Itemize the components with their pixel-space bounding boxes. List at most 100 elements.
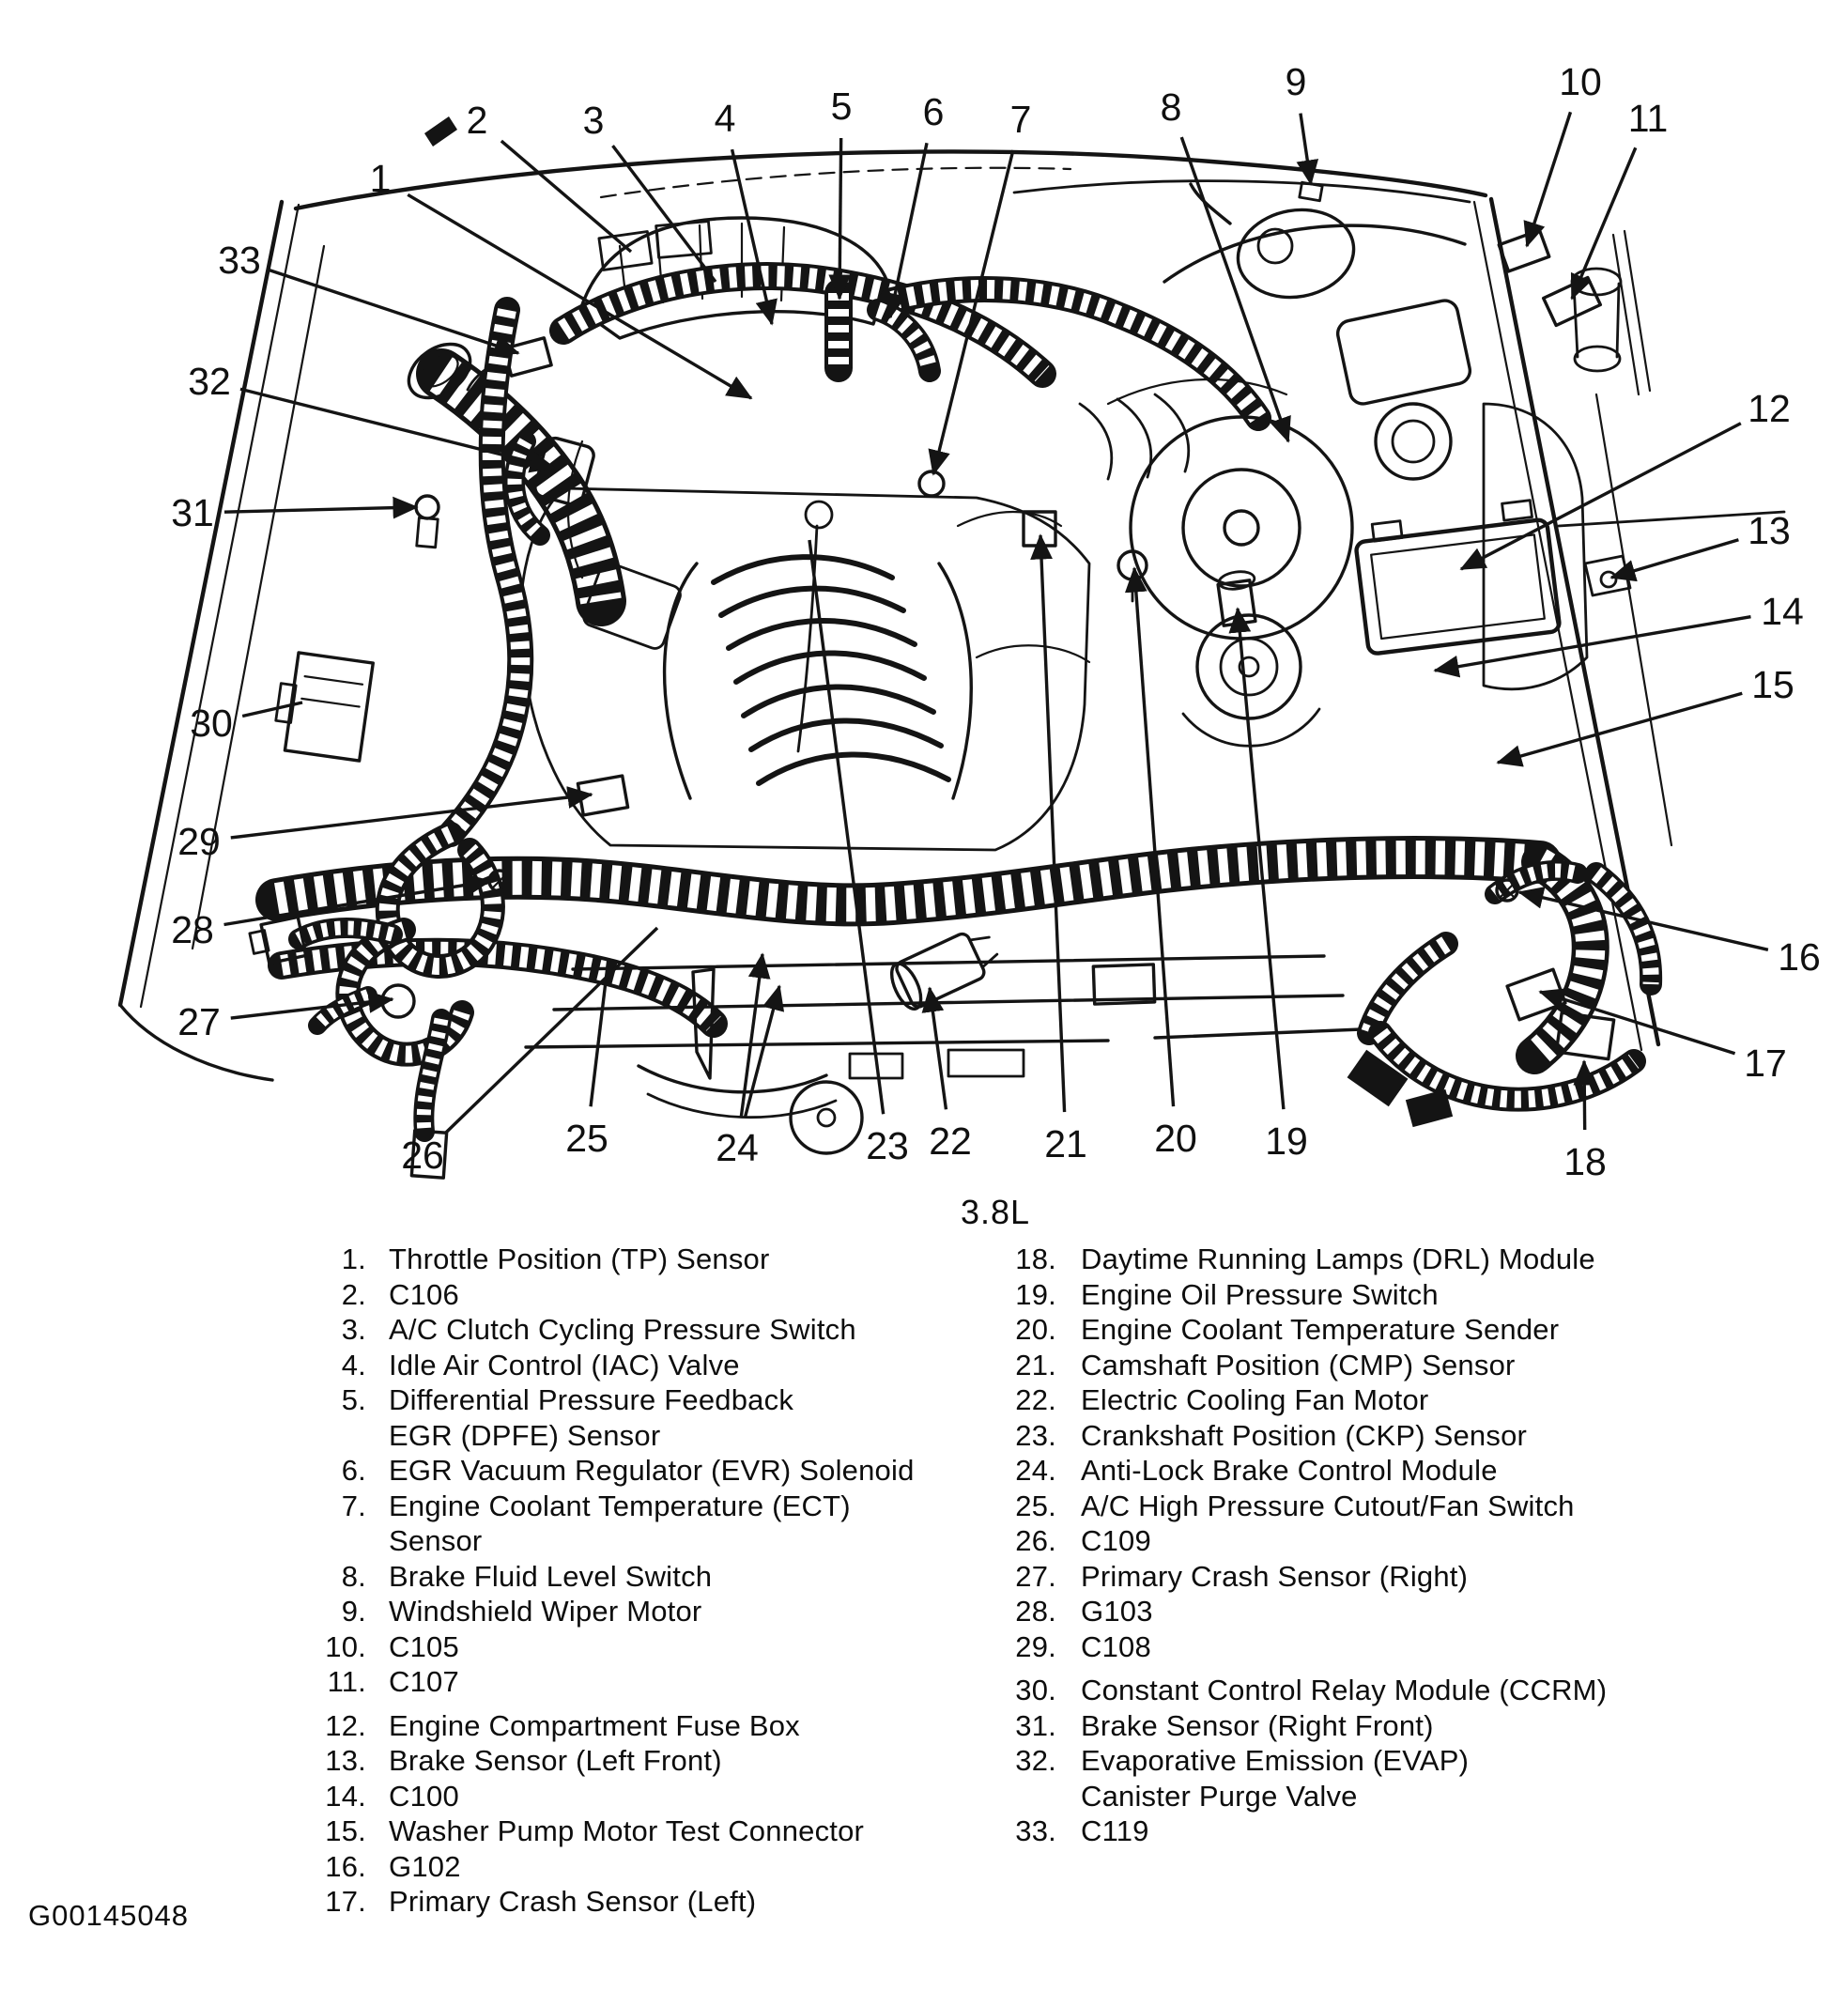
hood-and-cowl — [293, 116, 1488, 211]
c105-connector — [1497, 228, 1551, 273]
leader-line-30 — [241, 701, 303, 718]
harness-connector — [409, 1129, 449, 1180]
leader-line-7 — [928, 149, 1015, 476]
legend-item-number: 24. — [1015, 1454, 1056, 1487]
callout-number-25: 25 — [565, 1117, 608, 1160]
leader-lines — [223, 111, 1769, 1134]
legend-item-label: Anti-Lock Brake Control Module — [1081, 1454, 1498, 1487]
legend-item-label: Camshaft Position (CMP) Sensor — [1081, 1348, 1516, 1381]
legend-item-19: 19.Engine Oil Pressure Switch — [967, 1277, 1681, 1313]
legend-item-label: G103 — [1081, 1595, 1153, 1628]
legend-item-10: 10.C105 — [282, 1629, 939, 1665]
legend-item-6: 6.EGR Vacuum Regulator (EVR) Solenoid — [282, 1453, 939, 1489]
callout-number-29: 29 — [177, 820, 221, 863]
engine-block — [518, 440, 1091, 852]
legend-item-label: Idle Air Control (IAC) Valve — [389, 1348, 740, 1381]
legend-item-number: 2. — [341, 1277, 366, 1311]
engine-size-label: 3.8L — [960, 1193, 1031, 1231]
leader-line-29 — [230, 786, 593, 840]
legend-item-number: 28. — [1015, 1595, 1056, 1628]
legend-item-number: 30. — [1015, 1674, 1056, 1706]
leader-line-8 — [1179, 136, 1291, 443]
callout-number-18: 18 — [1563, 1140, 1607, 1183]
leader-line-6 — [884, 142, 929, 319]
air-intake-duct — [407, 342, 682, 650]
callout-number-32: 32 — [188, 360, 231, 403]
leader-line-24 — [739, 952, 771, 1117]
leader-line-20 — [1124, 566, 1176, 1107]
leader-line-5 — [828, 137, 852, 301]
callout-number-23: 23 — [866, 1124, 909, 1167]
legend-item-26: 26. C109 — [967, 1523, 1681, 1559]
right-harness-cluster — [1347, 862, 1652, 1128]
legend-item-number: 11. — [327, 1665, 366, 1698]
harness-connector — [259, 915, 308, 965]
callout-number-11: 11 — [1628, 97, 1669, 140]
leader-line-14 — [1433, 615, 1751, 678]
callout-number-26: 26 — [401, 1134, 444, 1177]
legend-item-27: 27.Primary Crash Sensor (Right) — [967, 1559, 1681, 1595]
leader-line-18 — [1573, 1059, 1596, 1131]
legend-item-22: 22.Electric Cooling Fan Motor — [967, 1382, 1681, 1418]
legend-item-label: Brake Fluid Level Switch — [389, 1559, 713, 1593]
g102-ground — [1495, 878, 1519, 903]
legend-item-7: 7.Engine Coolant Temperature (ECT) Senso… — [282, 1489, 939, 1559]
legend-item-number: 23. — [1015, 1418, 1056, 1452]
callout-number-24: 24 — [716, 1126, 759, 1169]
legend-item-4: 4. Idle Air Control (IAC) Valve — [282, 1348, 939, 1383]
leader-line-23 — [808, 539, 886, 1115]
callout-number-27: 27 — [177, 1000, 221, 1043]
legend-item-15: 15.Washer Pump Motor Test Connector — [282, 1814, 939, 1849]
legend-item-label: Evaporative Emission (EVAP)Canister Purg… — [1081, 1744, 1470, 1813]
callout-number-2: 2 — [467, 99, 488, 142]
legend-item-number: 22. — [1015, 1383, 1056, 1416]
leader-line-1 — [407, 193, 753, 400]
legend-item-label: Engine Oil Pressure Switch — [1081, 1277, 1439, 1311]
legend-item-number: 29. — [1015, 1629, 1056, 1663]
legend-item-24: 24. Anti-Lock Brake Control Module — [967, 1453, 1681, 1489]
legend-item-13: 13.Brake Sensor (Left Front) — [282, 1743, 939, 1779]
leader-line-2 — [500, 139, 633, 254]
legend-item-label: Engine Compartment Fuse Box — [389, 1708, 800, 1742]
legend-item-label: Brake Sensor (Left Front) — [389, 1744, 722, 1777]
legend-item-number: 33. — [1015, 1814, 1056, 1847]
callout-number-4: 4 — [715, 97, 736, 140]
legend-item-number: 4. — [341, 1348, 366, 1381]
legend-item-label: C109 — [1081, 1524, 1151, 1557]
callout-number-13: 13 — [1748, 509, 1791, 552]
callout-number-14: 14 — [1761, 590, 1804, 633]
legend-item-number: 1. — [341, 1242, 366, 1275]
harness-connector — [1405, 1088, 1454, 1128]
legend-item-number: 26. — [1015, 1524, 1056, 1557]
legend-item-number: 14. — [325, 1779, 366, 1813]
legend-item-number: 15. — [325, 1814, 366, 1847]
legend-item-29: 29.C108 — [967, 1629, 1681, 1665]
legend-item-21: 21.Camshaft Position (CMP) Sensor — [967, 1348, 1681, 1383]
leader-line-31 — [223, 496, 419, 519]
leader-line-33 — [269, 269, 520, 357]
legend-item-25: 25. A/C High Pressure Cutout/Fan Switch — [967, 1489, 1681, 1524]
callout-number-16: 16 — [1778, 935, 1821, 979]
brake-booster — [1106, 378, 1354, 641]
leader-line-17 — [1538, 988, 1736, 1056]
callout-number-33: 33 — [218, 239, 261, 282]
legend-item-number: 3. — [341, 1313, 366, 1346]
callout-number-31: 31 — [171, 491, 214, 534]
callout-number-30: 30 — [190, 702, 233, 745]
leader-line-16 — [1517, 887, 1769, 951]
cooling-fan-motor — [889, 932, 999, 1011]
legend-item-label: EGR Vacuum Regulator (EVR) Solenoid — [389, 1454, 915, 1487]
legend-item-label: A/C High Pressure Cutout/Fan Switch — [1081, 1489, 1575, 1522]
legend-item-number: 25. — [1015, 1489, 1056, 1522]
legend-item-23: 23.Crankshaft Position (CKP) Sensor — [967, 1418, 1681, 1454]
legend-item-number: 9. — [341, 1595, 366, 1628]
leader-line-32 — [239, 387, 556, 473]
left-fender — [117, 199, 326, 1082]
callout-number-7: 7 — [1010, 98, 1032, 141]
wiper-motor-bolt — [1298, 180, 1324, 203]
